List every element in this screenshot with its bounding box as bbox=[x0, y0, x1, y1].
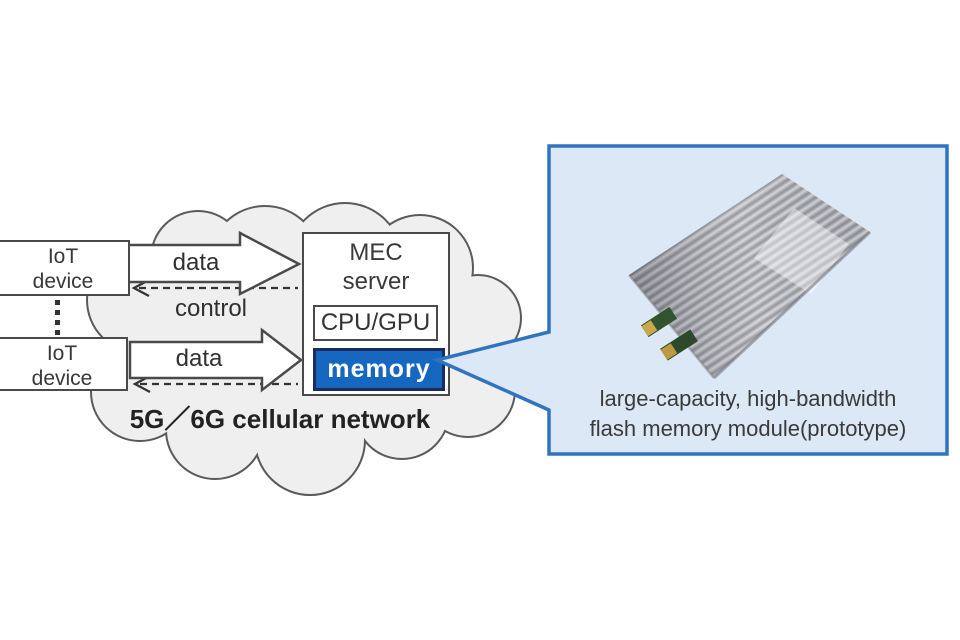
iot-device-2-line1: IoT bbox=[46, 342, 78, 365]
cloud-label: 5G／6G cellular network bbox=[129, 404, 431, 434]
data-arrow-top bbox=[126, 230, 302, 297]
data-top-label: data bbox=[172, 249, 220, 276]
data-arrow-bottom bbox=[128, 327, 304, 393]
iot-device-box-2: IoT device bbox=[0, 337, 128, 391]
iot-device-1-line2: device bbox=[32, 270, 94, 293]
vertical-ellipsis-icon bbox=[55, 300, 60, 340]
mec-server-title: MEC server bbox=[304, 234, 448, 296]
mec-title-line2: server bbox=[342, 268, 410, 295]
memory-box: memory bbox=[313, 348, 445, 391]
caption-line2: flash memory module(prototype) bbox=[589, 416, 907, 441]
iot-device-1-line1: IoT bbox=[47, 245, 79, 268]
callout-caption: large-capacity, high-bandwidth flash mem… bbox=[553, 384, 943, 444]
caption-line1: large-capacity, high-bandwidth bbox=[599, 386, 897, 411]
iot-device-2-line2: device bbox=[31, 367, 93, 390]
data-bottom-label: data bbox=[175, 345, 223, 372]
mec-server-box: MEC server CPU/GPU memory bbox=[302, 232, 450, 396]
flash-memory-module-photo bbox=[628, 174, 872, 380]
mec-title-line1: MEC bbox=[349, 239, 403, 266]
callout-panel: large-capacity, high-bandwidth flash mem… bbox=[553, 150, 943, 450]
cpu-gpu-box: CPU/GPU bbox=[313, 305, 438, 341]
iot-device-box-1: IoT device bbox=[0, 240, 130, 296]
control-label: control bbox=[174, 295, 248, 322]
